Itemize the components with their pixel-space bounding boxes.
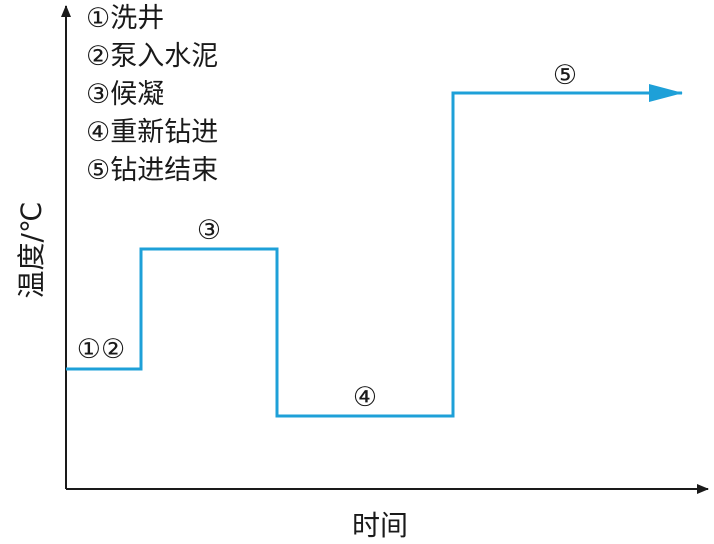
legend-item-1: ①洗井 (86, 3, 165, 34)
step-label-4: ⑤ (553, 60, 577, 91)
legend: ①洗井 ②泵入水泥 ③候凝 ④重新钻进 ⑤钻进结束 (86, 0, 218, 190)
x-axis-label: 时间 (352, 509, 409, 542)
step-label-1: ①② (77, 334, 125, 365)
series-layer (66, 84, 683, 418)
legend-item-4: ④重新钻进 (86, 117, 219, 148)
legend-item-5: ⑤钻进结束 (86, 155, 219, 186)
legend-item-2: ②泵入水泥 (86, 41, 219, 72)
step-label-3: ④ (353, 382, 377, 413)
step-label-layer: ①② ③ ④ ⑤ (77, 60, 577, 413)
legend-item-3: ③候凝 (86, 79, 165, 110)
step-label-2: ③ (197, 215, 221, 246)
temperature-series-line (66, 84, 683, 418)
